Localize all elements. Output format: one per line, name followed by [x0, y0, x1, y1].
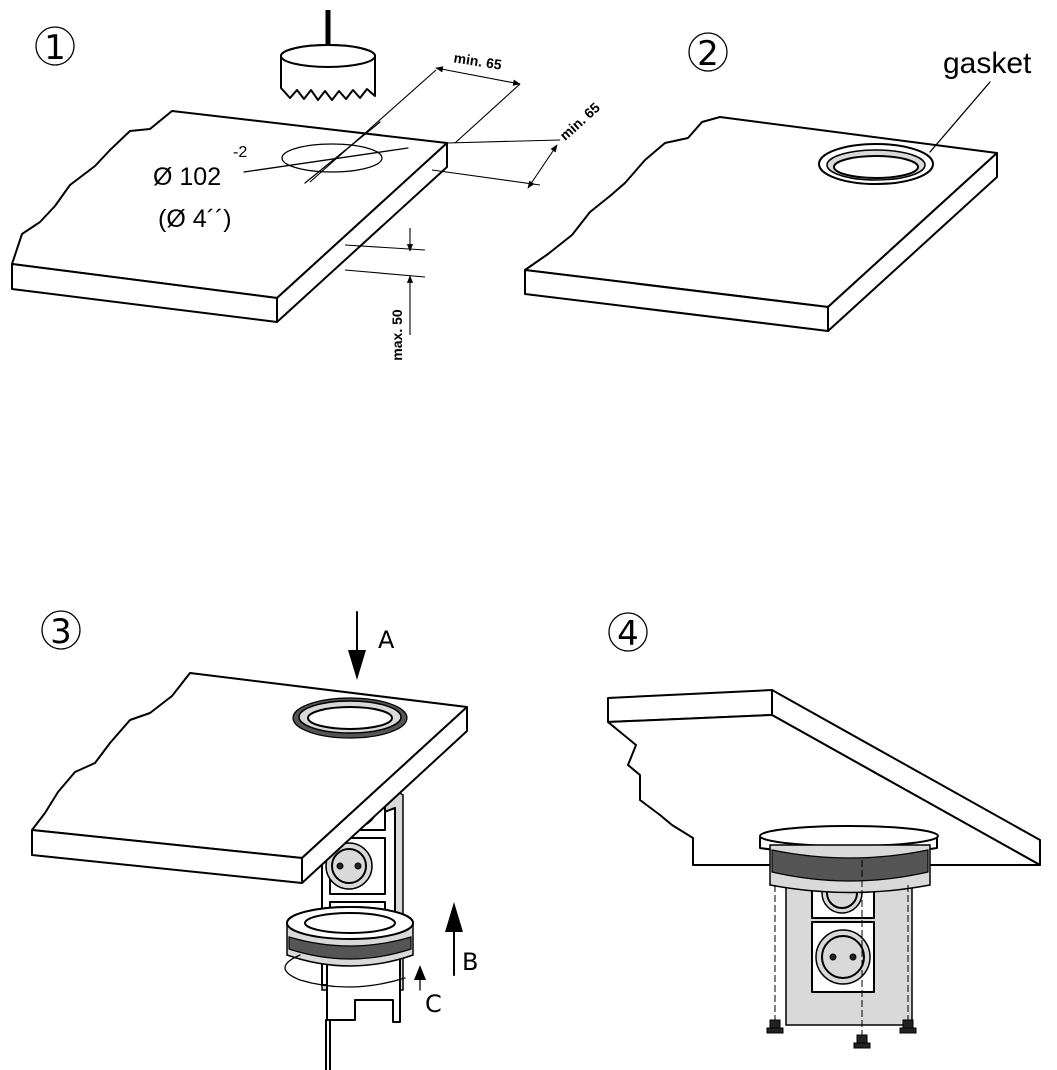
- step-4-number-badge: 4: [608, 612, 648, 654]
- worktop-4: [607, 689, 1041, 866]
- step-2-number: 2: [697, 34, 719, 74]
- arrow-a: A: [348, 611, 395, 680]
- flange-ring-3: [292, 697, 408, 739]
- dimension-min65-side: min. 65: [431, 99, 603, 189]
- screw-icon: [853, 1034, 871, 1049]
- step-3-panel: 3 C: [31, 610, 478, 1070]
- screw-icon: [899, 1019, 917, 1034]
- arrow-a-label: A: [378, 626, 395, 654]
- step-2-panel: 2 gasket: [524, 32, 1032, 332]
- diameter-callout: Ø 102 -2 (Ø 4´´): [153, 144, 247, 233]
- step-1-number-badge: 1: [35, 26, 75, 68]
- diameter-mm-label: Ø 102: [153, 163, 221, 191]
- socket-tower-4: [785, 859, 913, 1026]
- diameter-tolerance-label: -2: [233, 144, 247, 161]
- step-1-number: 1: [44, 28, 66, 68]
- arrow-c-label: C: [425, 990, 442, 1018]
- mounting-nut-3: [286, 906, 414, 967]
- gasket-label: gasket: [943, 47, 1032, 80]
- step-4-number: 4: [617, 614, 639, 654]
- worktop-2: [524, 116, 998, 332]
- diameter-inch-label: (Ø 4´´): [158, 205, 232, 233]
- dimension-max50: max. 50: [344, 228, 426, 361]
- step-3-number-badge: 3: [41, 610, 81, 652]
- step-3-number: 3: [50, 612, 72, 652]
- rotation-arrow-c: C: [284, 954, 442, 1018]
- dim-min65-side-label: min. 65: [556, 99, 603, 143]
- gasket-ring: [818, 143, 934, 185]
- dim-min65-top-label: min. 65: [453, 49, 503, 72]
- dimension-min65-top: min. 65: [309, 49, 521, 183]
- screw-icon: [766, 1019, 784, 1034]
- step-1-panel: 1 min. 65: [11, 10, 603, 361]
- screws-4: [766, 860, 917, 1049]
- hole-saw: [280, 10, 376, 101]
- mounting-nut-4: [759, 825, 939, 894]
- arrow-b-label: B: [462, 948, 478, 976]
- arrow-b: B: [445, 902, 478, 976]
- step-4-panel: 4: [607, 612, 1041, 1049]
- gasket-leader-line: [929, 81, 991, 153]
- dim-max50-label: max. 50: [389, 309, 405, 361]
- step-2-number-badge: 2: [688, 32, 728, 74]
